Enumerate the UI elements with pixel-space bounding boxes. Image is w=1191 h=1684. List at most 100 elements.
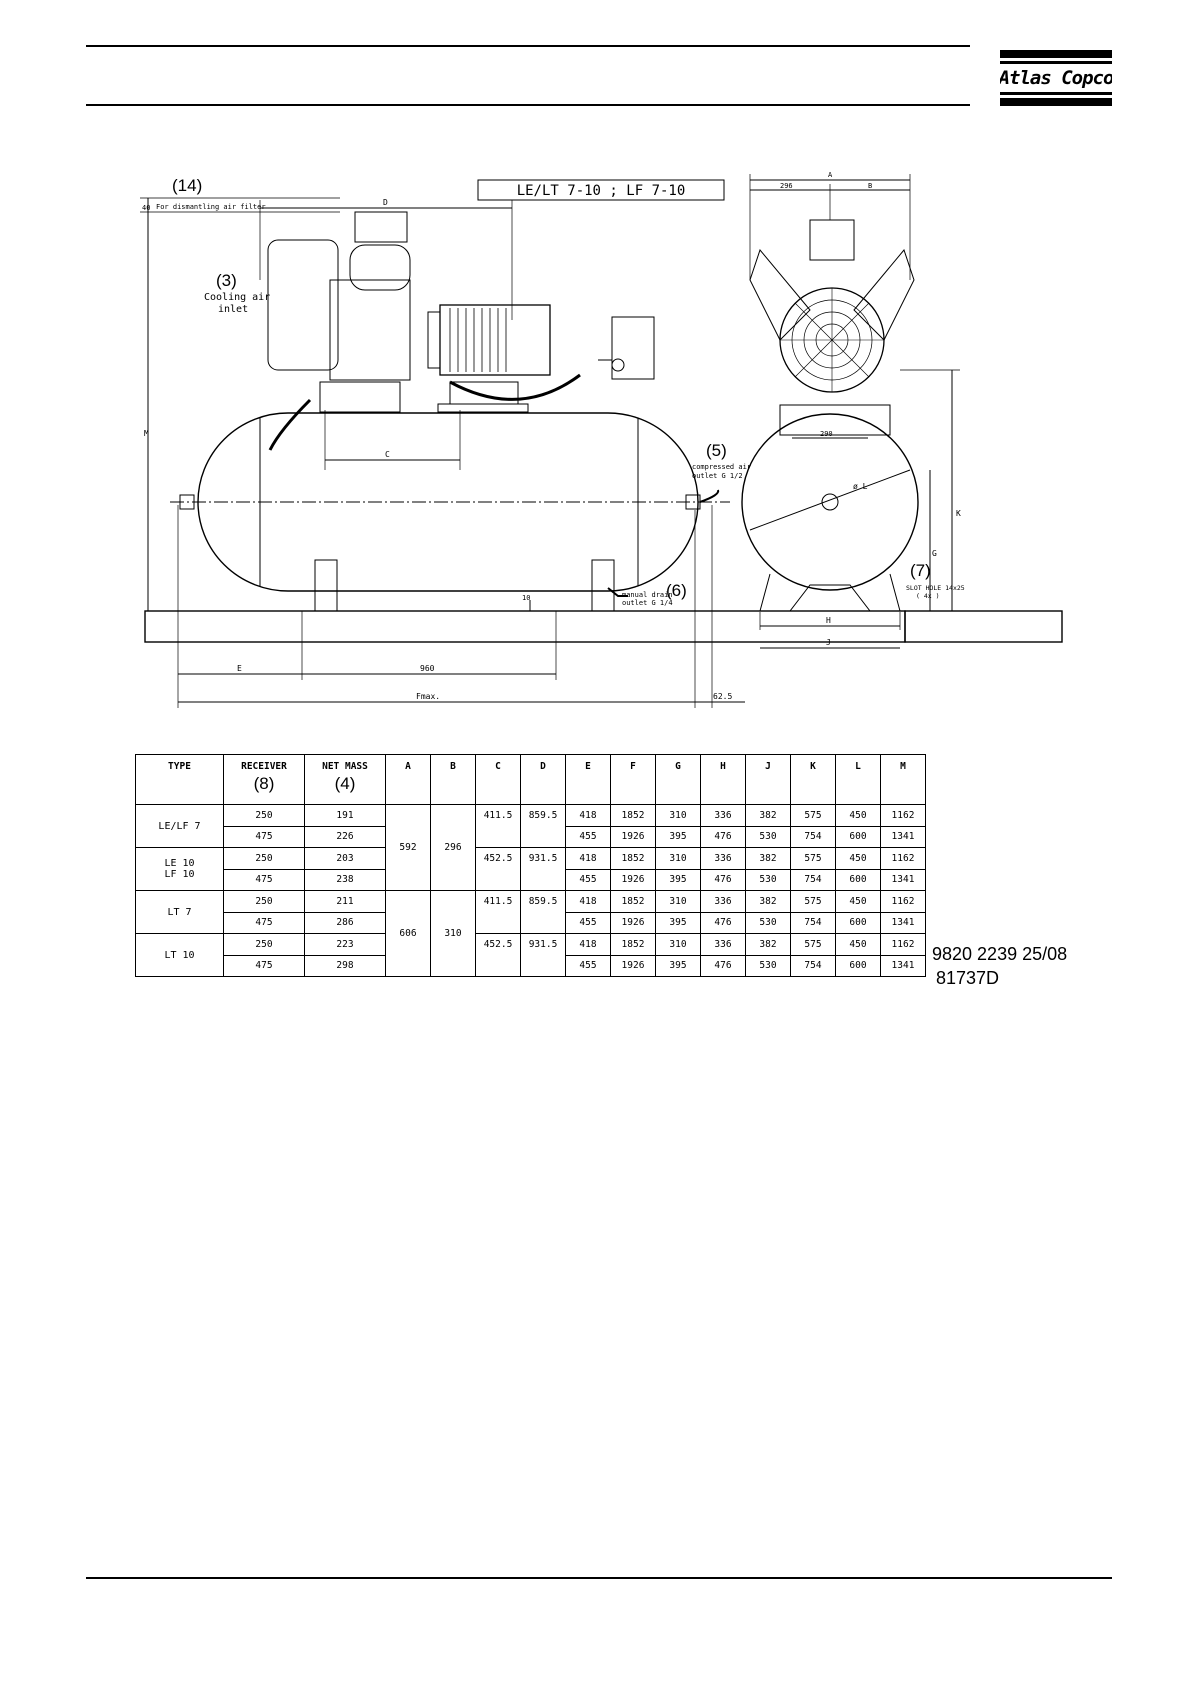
cell-g: 395 bbox=[655, 954, 701, 977]
column-header: B bbox=[430, 754, 476, 805]
cell-l: 600 bbox=[835, 825, 881, 848]
header-rule-top bbox=[86, 45, 970, 47]
column-header: TYPE bbox=[135, 754, 224, 805]
column-header: F bbox=[610, 754, 656, 805]
cell-e: 455 bbox=[565, 911, 611, 934]
callout-14: (14) bbox=[172, 176, 202, 195]
cell-l: 450 bbox=[835, 890, 881, 913]
cell-k: 754 bbox=[790, 954, 836, 977]
column-header: K bbox=[790, 754, 836, 805]
column-header: A bbox=[385, 754, 431, 805]
cell-net-mass: 203 bbox=[304, 847, 386, 870]
cell-c: 452.5 bbox=[475, 933, 521, 977]
cell-l: 450 bbox=[835, 933, 881, 956]
column-header-label: J bbox=[765, 761, 771, 772]
column-header-label: M bbox=[900, 761, 906, 772]
cell-h: 476 bbox=[700, 911, 746, 934]
column-header: E bbox=[565, 754, 611, 805]
cell-h: 476 bbox=[700, 825, 746, 848]
cell-receiver: 475 bbox=[223, 868, 305, 891]
column-header-label: F bbox=[630, 761, 636, 772]
dim-h: H bbox=[826, 616, 831, 625]
column-header-label: NET MASS bbox=[322, 761, 368, 772]
pressure-switch bbox=[611, 316, 655, 380]
cell-type: LT 10 bbox=[135, 933, 224, 977]
cell-h: 476 bbox=[700, 868, 746, 891]
cell-l: 600 bbox=[835, 954, 881, 977]
svg-text:Atlas Copco: Atlas Copco bbox=[1000, 67, 1112, 89]
slot-hole-label: SLOT HOLE 14x25 bbox=[906, 584, 965, 592]
column-header-label: K bbox=[810, 761, 816, 772]
cell-a: 592 bbox=[385, 804, 431, 891]
cell-j: 382 bbox=[745, 890, 791, 913]
cell-e: 455 bbox=[565, 868, 611, 891]
dim-62-5: 62.5 bbox=[713, 692, 732, 701]
cell-f: 1852 bbox=[610, 804, 656, 827]
cell-m: 1341 bbox=[880, 868, 926, 891]
cell-e: 455 bbox=[565, 954, 611, 977]
cell-receiver: 475 bbox=[223, 911, 305, 934]
cell-m: 1341 bbox=[880, 911, 926, 934]
cell-k: 575 bbox=[790, 804, 836, 827]
cell-e: 418 bbox=[565, 847, 611, 870]
cell-m: 1162 bbox=[880, 933, 926, 956]
callout-6: (6) bbox=[666, 581, 687, 600]
column-header: NET MASS(4) bbox=[304, 754, 386, 805]
cell-d: 931.5 bbox=[520, 847, 566, 891]
outlet-half-label: outlet G 1/2 bbox=[692, 472, 743, 480]
compressed-air-label: compressed air bbox=[692, 463, 751, 471]
cell-f: 1926 bbox=[610, 825, 656, 848]
cell-h: 336 bbox=[700, 933, 746, 956]
filter-note: For dismantling air filter bbox=[156, 203, 266, 211]
cell-receiver: 475 bbox=[223, 954, 305, 977]
atlas-copco-logo: Atlas Copco bbox=[997, 50, 1115, 106]
cell-g: 395 bbox=[655, 868, 701, 891]
cell-c: 411.5 bbox=[475, 890, 521, 934]
cell-m: 1341 bbox=[880, 825, 926, 848]
cell-receiver: 250 bbox=[223, 847, 305, 870]
cell-g: 310 bbox=[655, 847, 701, 870]
cell-type: LE/LF 7 bbox=[135, 804, 224, 848]
cell-g: 395 bbox=[655, 825, 701, 848]
cell-net-mass: 298 bbox=[304, 954, 386, 977]
footer-rule bbox=[86, 1577, 1112, 1579]
cell-f: 1926 bbox=[610, 868, 656, 891]
cell-j: 382 bbox=[745, 847, 791, 870]
dim-c: C bbox=[385, 450, 390, 459]
cell-receiver: 250 bbox=[223, 890, 305, 913]
cell-f: 1852 bbox=[610, 890, 656, 913]
cell-m: 1162 bbox=[880, 804, 926, 827]
cell-j: 530 bbox=[745, 825, 791, 848]
cell-k: 575 bbox=[790, 933, 836, 956]
cell-b: 296 bbox=[430, 804, 476, 891]
cell-k: 754 bbox=[790, 868, 836, 891]
slot-qty-label: ( 4x ) bbox=[916, 592, 939, 600]
column-header-label: D bbox=[540, 761, 546, 772]
inlet-label: inlet bbox=[218, 304, 248, 315]
cell-m: 1162 bbox=[880, 847, 926, 870]
callout-7: (7) bbox=[910, 561, 931, 580]
column-header-label: B bbox=[450, 761, 456, 772]
cell-receiver: 250 bbox=[223, 804, 305, 827]
cell-net-mass: 223 bbox=[304, 933, 386, 956]
cell-j: 530 bbox=[745, 954, 791, 977]
cell-d: 931.5 bbox=[520, 933, 566, 977]
cell-type: LT 7 bbox=[135, 890, 224, 934]
column-header: M bbox=[880, 754, 926, 805]
cell-j: 530 bbox=[745, 911, 791, 934]
dim-b: B bbox=[868, 182, 872, 190]
column-header-label: RECEIVER bbox=[241, 761, 287, 772]
column-header-label: H bbox=[720, 761, 726, 772]
column-header-callout: (8) bbox=[253, 774, 275, 793]
cell-receiver: 475 bbox=[223, 825, 305, 848]
tank-saddle bbox=[759, 573, 901, 612]
column-header: L bbox=[835, 754, 881, 805]
dimension-drawing: LE/LT 7-10 ; LF 7-10 (14) For dismantlin… bbox=[140, 171, 1063, 708]
dim-290: 290 bbox=[820, 430, 833, 438]
column-header: H bbox=[700, 754, 746, 805]
